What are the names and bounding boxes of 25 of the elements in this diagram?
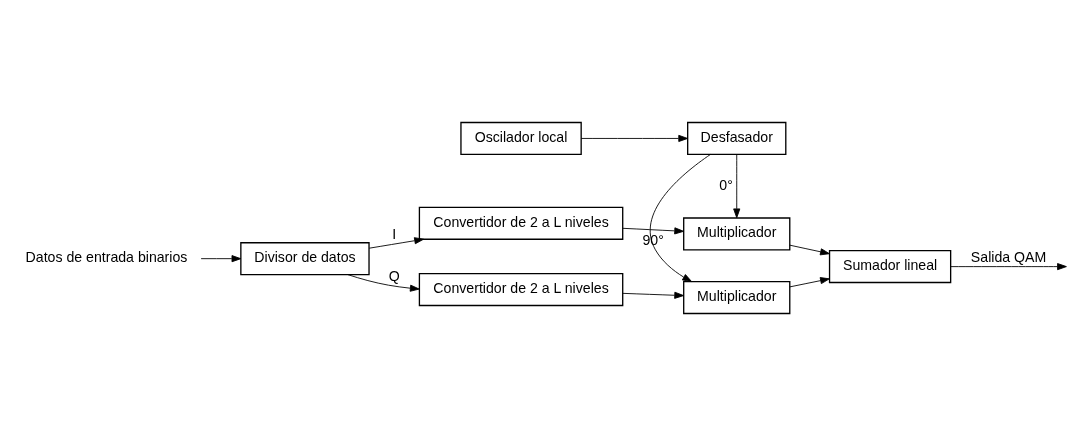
node-box: Sumador lineal [828, 250, 952, 284]
arrow [789, 244, 830, 256]
arrow [347, 274, 420, 292]
arrow [733, 153, 741, 219]
node-box: Multiplicador [683, 217, 791, 251]
node-box: Desfasador [687, 121, 787, 156]
arrow [789, 277, 830, 288]
arrow [622, 227, 685, 235]
edge-label: Salida QAM [970, 249, 1047, 266]
node-box: Oscilador local [460, 121, 582, 156]
arrow [580, 134, 689, 142]
arrow [950, 263, 1067, 271]
edge-label: 90° [642, 232, 664, 249]
node-box: Convertidor de 2 a L niveles [418, 206, 624, 240]
arrow [622, 291, 685, 299]
edge-label: I [392, 226, 397, 243]
arrow [200, 255, 242, 263]
edge-label: 0° [719, 176, 733, 193]
arrow [649, 154, 711, 282]
node-box: Divisor de datos [240, 242, 370, 276]
node-box: Multiplicador [683, 280, 791, 315]
arrow [368, 237, 424, 249]
node-box: Convertidor de 2 a L niveles [418, 273, 624, 307]
node-text: Datos de entrada binarios [25, 249, 188, 266]
edge-label: Q [388, 267, 400, 284]
